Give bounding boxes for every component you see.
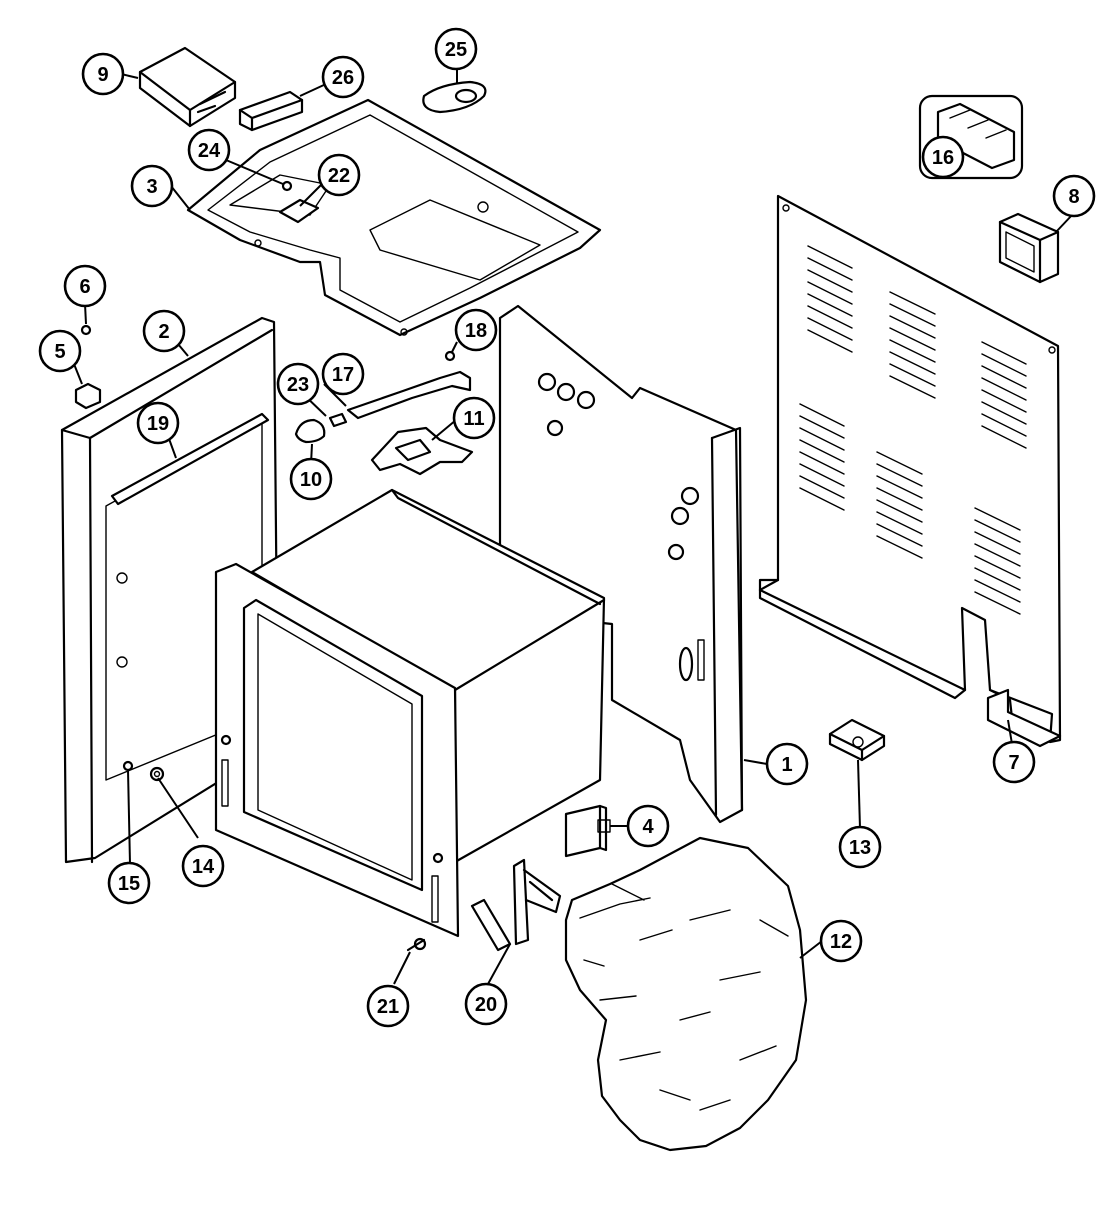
callout-label: 6 xyxy=(79,276,90,298)
callout-14: 14 xyxy=(181,844,225,888)
callout-label: 7 xyxy=(1008,752,1019,774)
callout-5: 5 xyxy=(38,329,82,373)
part-12-insulation xyxy=(564,836,808,1152)
callout-3: 3 xyxy=(130,164,174,208)
callout-label: 22 xyxy=(328,165,350,187)
callout-25: 25 xyxy=(434,27,478,71)
part-1-side-panel xyxy=(498,304,744,824)
callout-4: 4 xyxy=(626,804,670,848)
callout-label: 26 xyxy=(332,67,354,89)
part-11-bracket xyxy=(370,426,474,476)
callout-7: 7 xyxy=(992,740,1036,784)
part-7-lower-bracket xyxy=(986,688,1062,748)
callout-10: 10 xyxy=(289,457,333,501)
callout-8: 8 xyxy=(1052,174,1096,218)
part-22-clip xyxy=(278,198,320,224)
callout-12: 12 xyxy=(819,919,863,963)
callout-13: 13 xyxy=(838,825,882,869)
leader-lines xyxy=(73,68,1074,985)
callout-label: 24 xyxy=(198,140,221,162)
part-14-grommet xyxy=(149,766,165,782)
callout-22: 22 xyxy=(317,153,361,197)
part-6-screw xyxy=(80,324,92,336)
callout-label: 16 xyxy=(932,147,954,169)
callout-label: 15 xyxy=(118,873,140,895)
part-10-knob xyxy=(294,418,326,444)
callout-label: 19 xyxy=(147,413,169,435)
callout-19: 19 xyxy=(136,401,180,445)
callout-label: 4 xyxy=(642,816,654,838)
callout-26: 26 xyxy=(321,55,365,99)
part-21-screw xyxy=(406,937,427,952)
callout-label: 25 xyxy=(445,39,467,61)
part-23-piece xyxy=(328,412,348,428)
callout-label: 9 xyxy=(97,64,108,86)
callout-11: 11 xyxy=(452,396,496,440)
part-25-cap xyxy=(422,80,487,114)
callout-label: 10 xyxy=(300,469,322,491)
part-24-screw xyxy=(281,180,293,192)
callout-23: 23 xyxy=(276,362,320,406)
callout-label: 18 xyxy=(465,320,487,342)
part-16-terminal-block xyxy=(918,94,1024,180)
callout-label: 21 xyxy=(377,996,399,1018)
callout-6: 6 xyxy=(63,264,107,308)
callout-label: 8 xyxy=(1068,186,1079,208)
part-3-top-panel xyxy=(186,98,602,337)
part-8-box xyxy=(998,212,1060,284)
oven-front-frame xyxy=(214,562,460,938)
callout-label: 17 xyxy=(332,364,354,386)
part-13-bracket xyxy=(828,718,886,762)
callout-17: 17 xyxy=(321,352,365,396)
callout-24: 24 xyxy=(187,128,231,172)
part-18-screw xyxy=(444,350,456,362)
part-19-strip xyxy=(110,412,270,506)
callout-9: 9 xyxy=(81,52,125,96)
callout-label: 12 xyxy=(830,931,852,953)
part-9-control-box xyxy=(138,46,237,128)
callout-2: 2 xyxy=(142,309,186,353)
callout-label: 13 xyxy=(849,837,871,859)
part-17-strap xyxy=(346,370,472,420)
callout-label: 3 xyxy=(146,176,157,198)
part-4-bracket xyxy=(564,804,611,858)
callout-label: 1 xyxy=(781,754,792,776)
callout-18: 18 xyxy=(454,308,498,352)
callout-15: 15 xyxy=(107,861,151,905)
callout-label: 14 xyxy=(192,856,215,878)
part-7-back-panel xyxy=(758,194,1062,744)
callout-label: 2 xyxy=(158,321,169,343)
callout-20: 20 xyxy=(464,982,508,1026)
callout-1: 1 xyxy=(765,742,809,786)
part-5-bracket xyxy=(74,382,102,410)
part-20-hinge xyxy=(470,858,562,952)
callout-label: 20 xyxy=(475,994,497,1016)
callout-16: 16 xyxy=(921,135,965,179)
part-26-bracket xyxy=(238,90,304,132)
callout-label: 5 xyxy=(54,341,65,363)
callout-label: 11 xyxy=(463,408,484,430)
callout-21: 21 xyxy=(366,984,410,1028)
callout-label: 23 xyxy=(287,374,309,396)
